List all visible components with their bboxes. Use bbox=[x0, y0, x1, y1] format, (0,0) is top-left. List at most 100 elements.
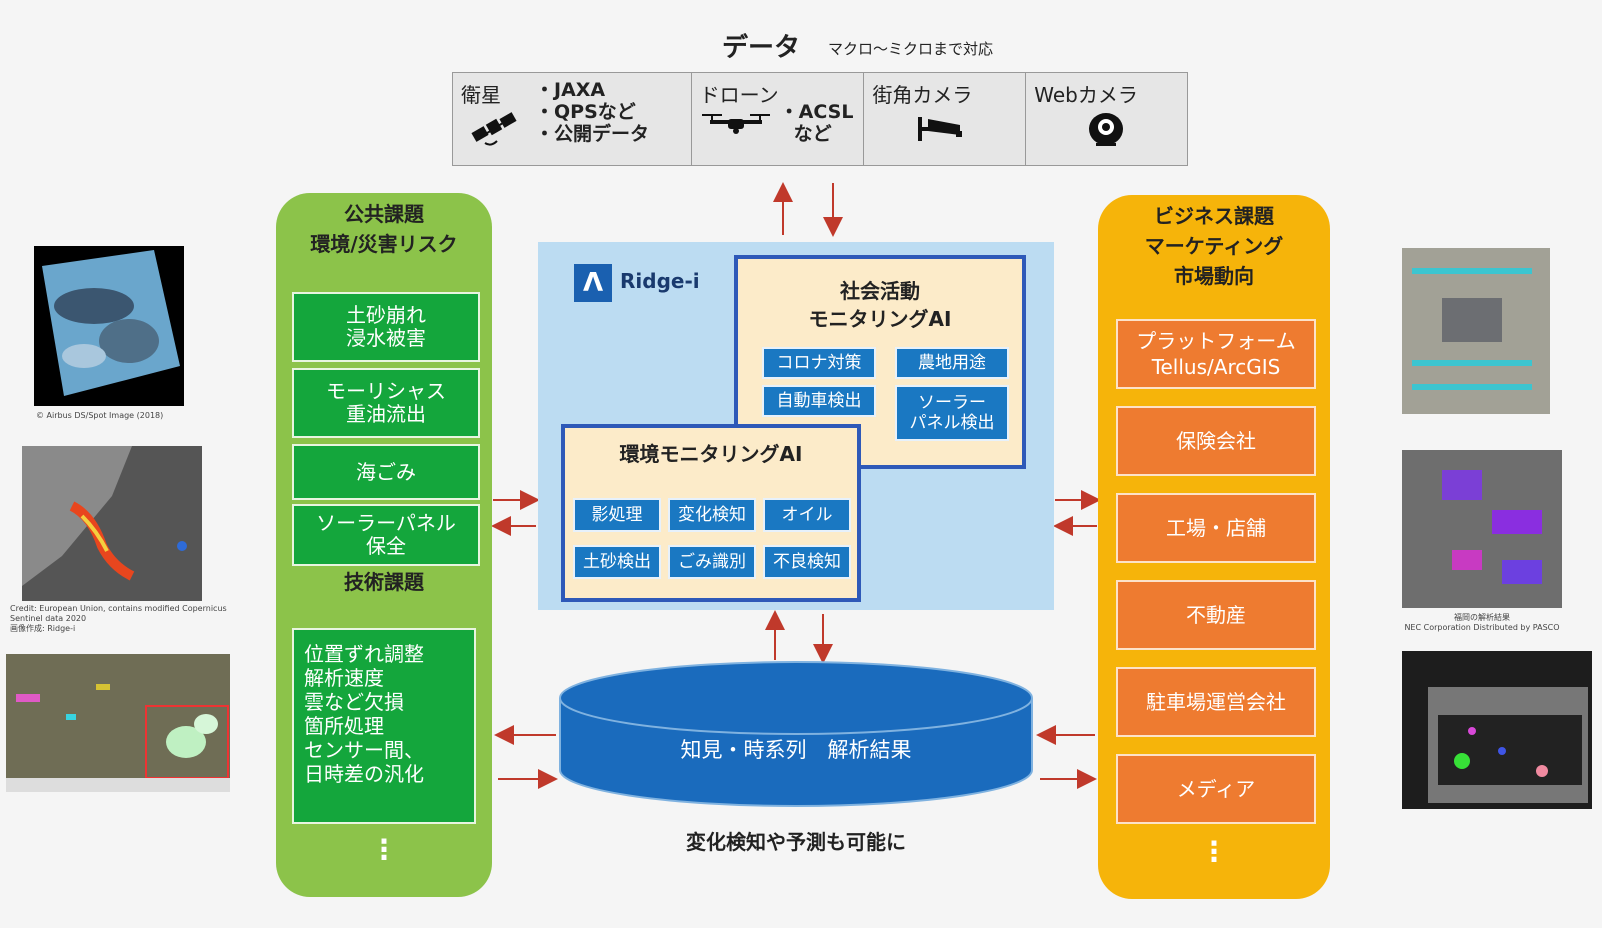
chip-corona-label: コロナ対策 bbox=[776, 353, 862, 373]
issue-landslide: 土砂崩れ 浸水被害 bbox=[292, 292, 480, 362]
public-issues-column: 公共課題 環境/災害リスク 土砂崩れ 浸水被害 モーリシャス 重油流出 海ごみ … bbox=[276, 193, 492, 897]
caption-copernicus: Credit: European Union, contains modifie… bbox=[10, 604, 227, 634]
data-cell-satellite: 衛星 ・JAXA ・QPSなど ・公開データ bbox=[453, 73, 692, 165]
chip-landslide: 土砂検出 bbox=[573, 545, 661, 579]
drone-item-1: ・ACSL bbox=[779, 101, 854, 123]
data-sources-panel: 衛星 ・JAXA ・QPSなど ・公開データ ドローン ・ACSL など bbox=[452, 72, 1188, 166]
satellite-item-1: ・JAXA bbox=[535, 79, 606, 101]
business-issues-column: ビジネス課題 マーケティング 市場動向 プラットフォーム Tellus/ArcG… bbox=[1098, 195, 1330, 899]
drone-icon bbox=[701, 114, 770, 134]
chip-vehicle-label: 自動車検出 bbox=[776, 391, 862, 411]
chip-change-label: 変化検知 bbox=[678, 505, 746, 525]
chip-corona: コロナ対策 bbox=[762, 347, 876, 379]
data-title: データ bbox=[722, 33, 801, 63]
chip-solar-detect: ソーラー パネル検出 bbox=[895, 385, 1009, 441]
business-header-line-3: 市場動向 bbox=[1174, 264, 1254, 288]
tech-item-2: 解析速度 bbox=[304, 666, 384, 690]
data-cell-webcam: Webカメラ bbox=[1026, 73, 1187, 165]
issue-landslide-line-1: 土砂崩れ bbox=[346, 303, 426, 327]
business-insurance-label: 保険会社 bbox=[1176, 429, 1256, 453]
issue-solar-panel: ソーラーパネル 保全 bbox=[292, 504, 480, 566]
business-insurance: 保険会社 bbox=[1116, 406, 1316, 476]
cell-title-drone: ドローン bbox=[699, 83, 779, 107]
right-more-dots: ⋮ bbox=[1200, 835, 1228, 868]
ridge-i-logo-text: Ridge-i bbox=[620, 269, 700, 293]
business-parking: 駐車場運営会社 bbox=[1116, 667, 1316, 737]
oil-spill-image bbox=[22, 446, 202, 601]
tech-item-3: 雲など欠損 bbox=[304, 690, 404, 714]
knowledge-database-cylinder bbox=[559, 661, 1033, 807]
chip-shadow-label: 影処理 bbox=[591, 505, 643, 525]
webcam-icon bbox=[1089, 113, 1124, 146]
satellite-item-2: ・QPSなど bbox=[535, 101, 636, 123]
business-platform: プラットフォーム Tellus/ArcGIS bbox=[1116, 319, 1316, 389]
business-issues-header: ビジネス課題 マーケティング 市場動向 bbox=[1098, 201, 1330, 291]
issue-solar-panel-line-1: ソーラーパネル bbox=[316, 511, 456, 535]
business-real-estate-label: 不動産 bbox=[1186, 603, 1246, 627]
caption-fukuoka: 福岡の解析結果 NEC Corporation Distributed by P… bbox=[1384, 613, 1580, 633]
tech-issues-box: 位置ずれ調整 解析速度 雲など欠損 箇所処理 センサー間、 日時差の汎化 bbox=[292, 628, 476, 824]
chip-solar-detect-line-1: ソーラー bbox=[918, 393, 986, 413]
social-ai-title-line-2: モニタリングAI bbox=[808, 307, 952, 331]
issue-oil-spill-line-2: 重油流出 bbox=[346, 402, 426, 426]
business-header-line-1: ビジネス課題 bbox=[1154, 204, 1274, 228]
chip-solar-detect-line-2: パネル検出 bbox=[909, 413, 995, 433]
caption-copernicus-line-2: Sentinel data 2020 bbox=[10, 614, 87, 623]
business-real-estate: 不動産 bbox=[1116, 580, 1316, 650]
chip-vehicle: 自動車検出 bbox=[762, 385, 876, 417]
chip-farmland-label: 農地用途 bbox=[918, 353, 986, 373]
chip-litter-label: ごみ識別 bbox=[678, 552, 746, 572]
tech-item-1: 位置ずれ調整 bbox=[304, 642, 424, 666]
caption-copernicus-line-3: 画像作成: Ridge-i bbox=[10, 624, 76, 633]
issue-oil-spill-line-1: モーリシャス bbox=[326, 379, 446, 403]
litter-detection-image bbox=[6, 654, 230, 792]
business-header-line-2: マーケティング bbox=[1144, 234, 1284, 258]
tech-item-4: 箇所処理 bbox=[304, 714, 384, 738]
data-cell-street-camera: 街角カメラ bbox=[864, 73, 1027, 165]
tech-item-5: センサー間、 bbox=[304, 738, 424, 762]
caption-copernicus-line-1: Credit: European Union, contains modifie… bbox=[10, 604, 227, 613]
data-subtitle: マクロ～ミクロまで対応 bbox=[828, 40, 994, 58]
left-more-dots: ⋮ bbox=[370, 833, 398, 866]
issue-oil-spill: モーリシャス 重油流出 bbox=[292, 368, 480, 438]
solar-roof-image bbox=[1402, 450, 1562, 608]
issue-marine-litter-line-1: 海ごみ bbox=[356, 459, 416, 484]
issue-solar-panel-line-2: 保全 bbox=[366, 534, 406, 558]
cell-title-street-camera: 街角カメラ bbox=[872, 83, 973, 107]
chip-farmland: 農地用途 bbox=[895, 347, 1009, 379]
defect-detection-image bbox=[1402, 651, 1592, 809]
ridge-i-platform-area: Λ Ridge-i 社会活動 モニタリングAI コロナ対策 農地用途 自動車検出… bbox=[538, 242, 1054, 610]
issue-marine-litter: 海ごみ bbox=[292, 444, 480, 500]
drone-item-2: など bbox=[793, 123, 832, 145]
satellite-flood-image bbox=[34, 246, 184, 406]
data-cell-drone: ドローン ・ACSL など bbox=[692, 73, 865, 165]
prediction-caption: 変化検知や予測も可能に bbox=[686, 830, 906, 854]
chip-litter: ごみ識別 bbox=[668, 545, 756, 579]
satellite-item-3: ・公開データ bbox=[535, 123, 650, 145]
caption-airbus: © Airbus DS/Spot Image (2018) bbox=[36, 411, 164, 420]
environment-monitoring-ai-box: 環境モニタリングAI 影処理 変化検知 オイル 土砂検出 ごみ識別 不良検知 bbox=[561, 424, 861, 602]
chip-defect: 不良検知 bbox=[763, 545, 851, 579]
tech-item-6: 日時差の汎化 bbox=[304, 762, 424, 786]
caption-fukuoka-line-1: 福岡の解析結果 bbox=[1454, 613, 1510, 622]
business-platform-line-2: Tellus/ArcGIS bbox=[1151, 355, 1281, 379]
social-ai-title-line-1: 社会活動 bbox=[840, 279, 920, 303]
parking-lot-image bbox=[1402, 248, 1550, 414]
social-ai-title: 社会活動 モニタリングAI bbox=[738, 277, 1022, 333]
chip-landslide-label: 土砂検出 bbox=[583, 552, 651, 572]
tech-issues-header: 技術課題 bbox=[344, 570, 424, 594]
chip-oil-label: オイル bbox=[781, 505, 833, 525]
chip-change: 変化検知 bbox=[668, 498, 756, 532]
chip-defect-label: 不良検知 bbox=[773, 552, 841, 572]
business-media-label: メディア bbox=[1176, 777, 1256, 801]
business-factory-store: 工場・店舗 bbox=[1116, 493, 1316, 563]
business-media: メディア bbox=[1116, 754, 1316, 824]
chip-oil: オイル bbox=[763, 498, 851, 532]
cell-title-satellite: 衛星 bbox=[461, 83, 501, 107]
satellite-icon bbox=[471, 112, 517, 146]
public-issues-header-line-1: 公共課題 bbox=[344, 202, 424, 226]
issue-landslide-line-2: 浸水被害 bbox=[346, 326, 426, 350]
business-factory-store-label: 工場・店舗 bbox=[1166, 516, 1266, 540]
public-issues-header-line-2: 環境/災害リスク bbox=[310, 232, 458, 256]
